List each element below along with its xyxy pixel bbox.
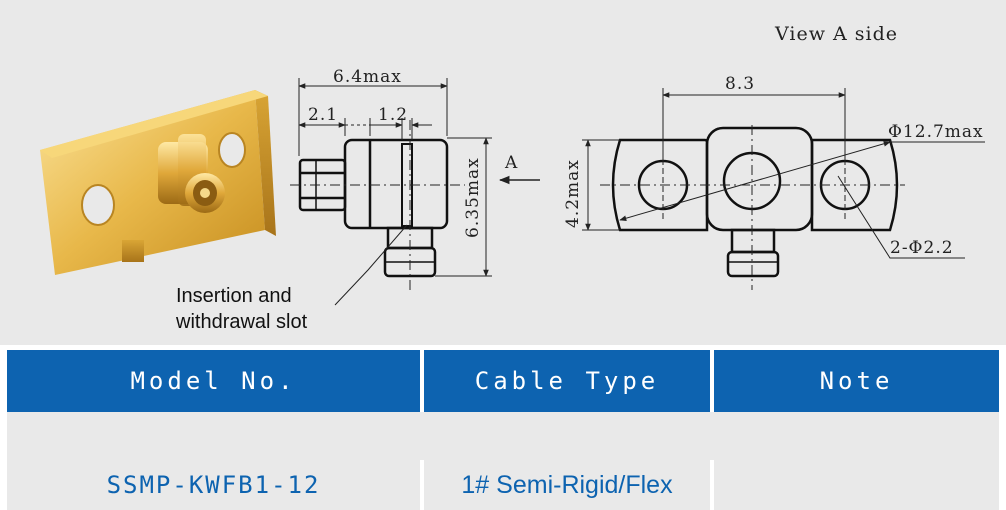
dim-overall-length: 6.4max <box>333 67 402 87</box>
arrow-a-label: A <box>504 153 518 173</box>
technical-drawing: 6.4max 2.1 1.2 6.35max A Insertion and w… <box>0 0 1006 345</box>
table-header-row: Model No. Cable Type Note <box>7 350 999 412</box>
connector-photo <box>40 90 276 275</box>
dim-flange-diameter: Φ12.7max <box>888 122 984 142</box>
callout-line-2: withdrawal slot <box>175 311 308 333</box>
dim-slot-width: 1.2 <box>378 105 408 125</box>
cell-cable-type: 1# Semi-Rigid/Flex <box>424 460 710 510</box>
header-model-no: Model No. <box>7 350 420 412</box>
side-view <box>298 138 449 278</box>
dim-hole-spacing: 8.3 <box>725 74 755 94</box>
callout-line-1: Insertion and <box>176 285 292 307</box>
dim-hole-diameter: 2-Φ2.2 <box>890 238 954 258</box>
dim-flange-width: 4.2max <box>563 159 583 228</box>
spec-table: Model No. Cable Type Note SSMP-KWFB1-12 … <box>3 350 1003 510</box>
cell-note <box>714 460 999 510</box>
table-row: SSMP-KWFB1-12 1# Semi-Rigid/Flex <box>7 460 999 510</box>
header-note: Note <box>714 350 999 412</box>
dim-height: 6.35max <box>463 157 483 238</box>
dim-flange-offset: 2.1 <box>308 105 338 125</box>
header-cable-type: Cable Type <box>424 350 710 412</box>
view-a-label: View A side <box>774 23 898 45</box>
cell-model: SSMP-KWFB1-12 <box>7 460 420 510</box>
